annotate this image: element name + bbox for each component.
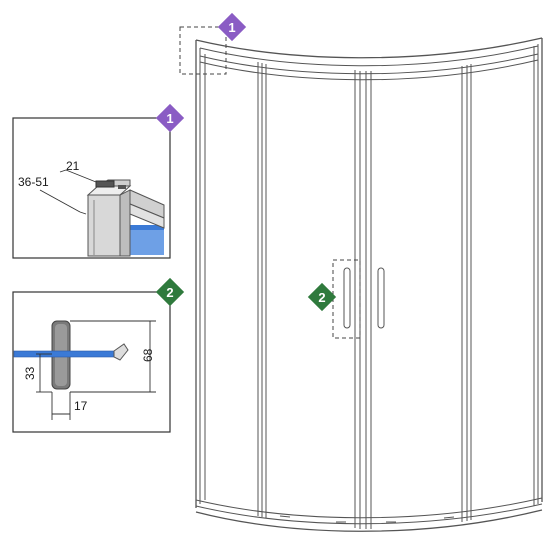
bottom-rail-mid <box>195 503 543 525</box>
top-rail-outer <box>195 37 543 59</box>
detail-panel-handle: 68 33 17 <box>12 291 171 433</box>
svg-text:2: 2 <box>318 290 325 305</box>
handle-left <box>343 267 351 329</box>
svg-text:21: 21 <box>66 159 80 173</box>
svg-text:17: 17 <box>74 399 88 413</box>
badge-2-main: 2 <box>307 282 337 312</box>
svg-text:68: 68 <box>141 348 155 362</box>
detail-panel-top: 21 36-51 <box>12 117 171 259</box>
shower-enclosure <box>195 37 543 532</box>
svg-text:1: 1 <box>228 20 235 35</box>
bottom-rail-upper <box>195 497 543 519</box>
top-rail-inner <box>199 45 539 67</box>
svg-text:2: 2 <box>166 285 173 300</box>
callout-box-top <box>179 26 227 75</box>
svg-text:36-51: 36-51 <box>18 175 49 189</box>
top-rail-edge <box>199 59 539 81</box>
bottom-rail-lower <box>195 509 543 532</box>
top-rail-lower <box>199 53 539 75</box>
door-handles <box>343 267 385 329</box>
badge-1-main: 1 <box>217 12 247 42</box>
svg-text:33: 33 <box>23 366 37 380</box>
handle-right <box>377 267 385 329</box>
svg-text:1: 1 <box>166 111 173 126</box>
